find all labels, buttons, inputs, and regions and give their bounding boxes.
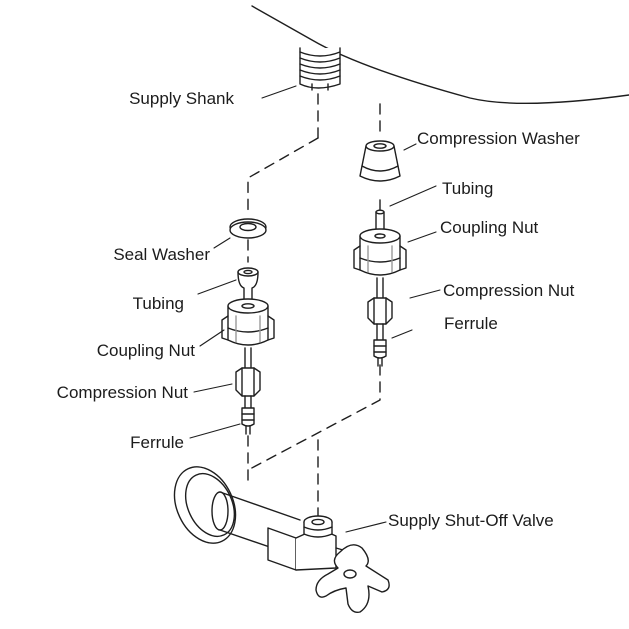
compression-washer-part (359, 140, 401, 182)
seal-washer-part (229, 218, 267, 239)
label-tubing-left: Tubing (132, 294, 184, 313)
label-shut-off-valve: Supply Shut-Off Valve (388, 511, 554, 530)
left-coupling-nut-part (221, 298, 275, 346)
label-compression-nut-right: Compression Nut (443, 281, 575, 300)
label-coupling-nut-right: Coupling Nut (440, 218, 539, 237)
label-ferrule-right: Ferrule (444, 314, 498, 333)
right-coupling-nut-part (353, 228, 407, 276)
left-compression-assembly (235, 347, 261, 435)
left-tubing-part (237, 267, 259, 301)
label-compression-washer: Compression Washer (417, 129, 580, 148)
label-tubing-right: Tubing (442, 179, 494, 198)
label-coupling-nut-left: Coupling Nut (96, 341, 195, 360)
supply-shank-part (299, 47, 341, 91)
right-compression-assembly (367, 277, 393, 367)
shut-off-valve-part (173, 466, 390, 614)
label-supply-shank: Supply Shank (129, 89, 234, 108)
label-ferrule-left: Ferrule (130, 433, 184, 452)
assembly-guide-lines (247, 93, 381, 521)
label-seal-washer: Seal Washer (113, 245, 210, 264)
leader-lines (189, 85, 441, 533)
label-compression-nut-left: Compression Nut (56, 383, 188, 402)
